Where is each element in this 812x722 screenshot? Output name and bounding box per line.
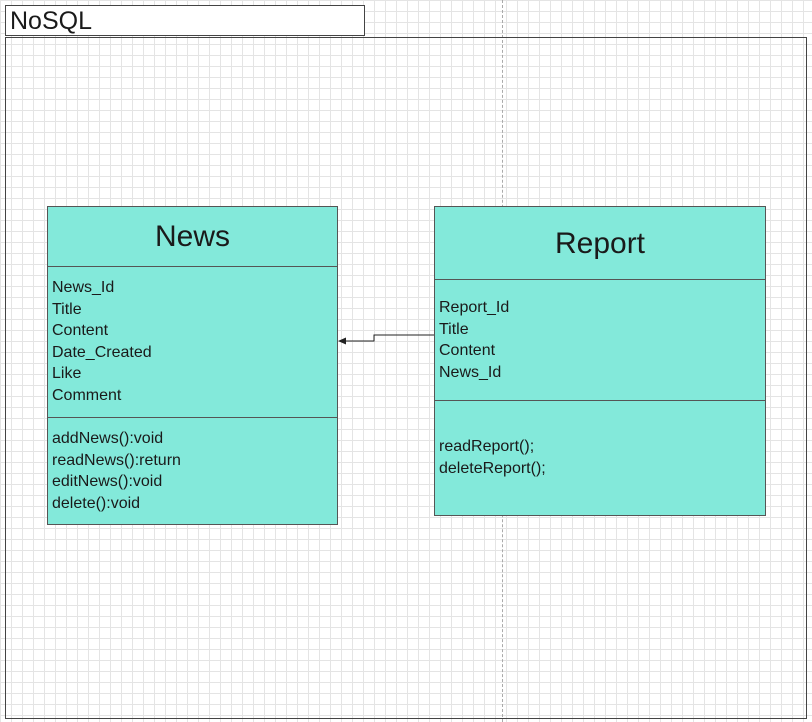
class-name: Report [435,207,765,280]
attribute-item: Date_Created [52,343,152,361]
attribute-item: Title [439,320,469,338]
attribute-item: Content [52,322,109,339]
attribute-list: News_Id Title Content Date_Created Like … [48,267,337,418]
class-news[interactable]: News News_Id Title Content Date_Created … [47,206,338,525]
operation-item: editNews():void [52,473,163,490]
attribute-item: Like [52,365,82,382]
class-report[interactable]: Report Report_Id Title Content News_Id r… [434,206,766,516]
class-name: News [48,207,337,267]
operation-item: deleteReport(); [439,459,546,477]
attribute-item: News_Id [439,363,502,381]
package-tab[interactable]: NoSQL [5,5,365,36]
operation-item: delete():void [52,494,141,512]
operation-list: readReport(); deleteReport(); [435,401,765,515]
operation-item: readNews():return [52,451,181,469]
package-frame[interactable] [5,37,807,719]
attribute-item: Report_Id [439,299,510,316]
package-name: NoSQL [10,7,92,35]
attribute-item: Content [439,342,496,359]
attribute-item: Comment [52,386,122,404]
attribute-item: News_Id [52,279,115,296]
attribute-list: Report_Id Title Content News_Id [435,280,765,401]
attribute-item: Title [52,300,82,318]
operation-item: addNews():void [52,430,164,447]
operation-list: addNews():void readNews():return editNew… [48,418,337,524]
operation-item: readReport(); [439,438,535,455]
